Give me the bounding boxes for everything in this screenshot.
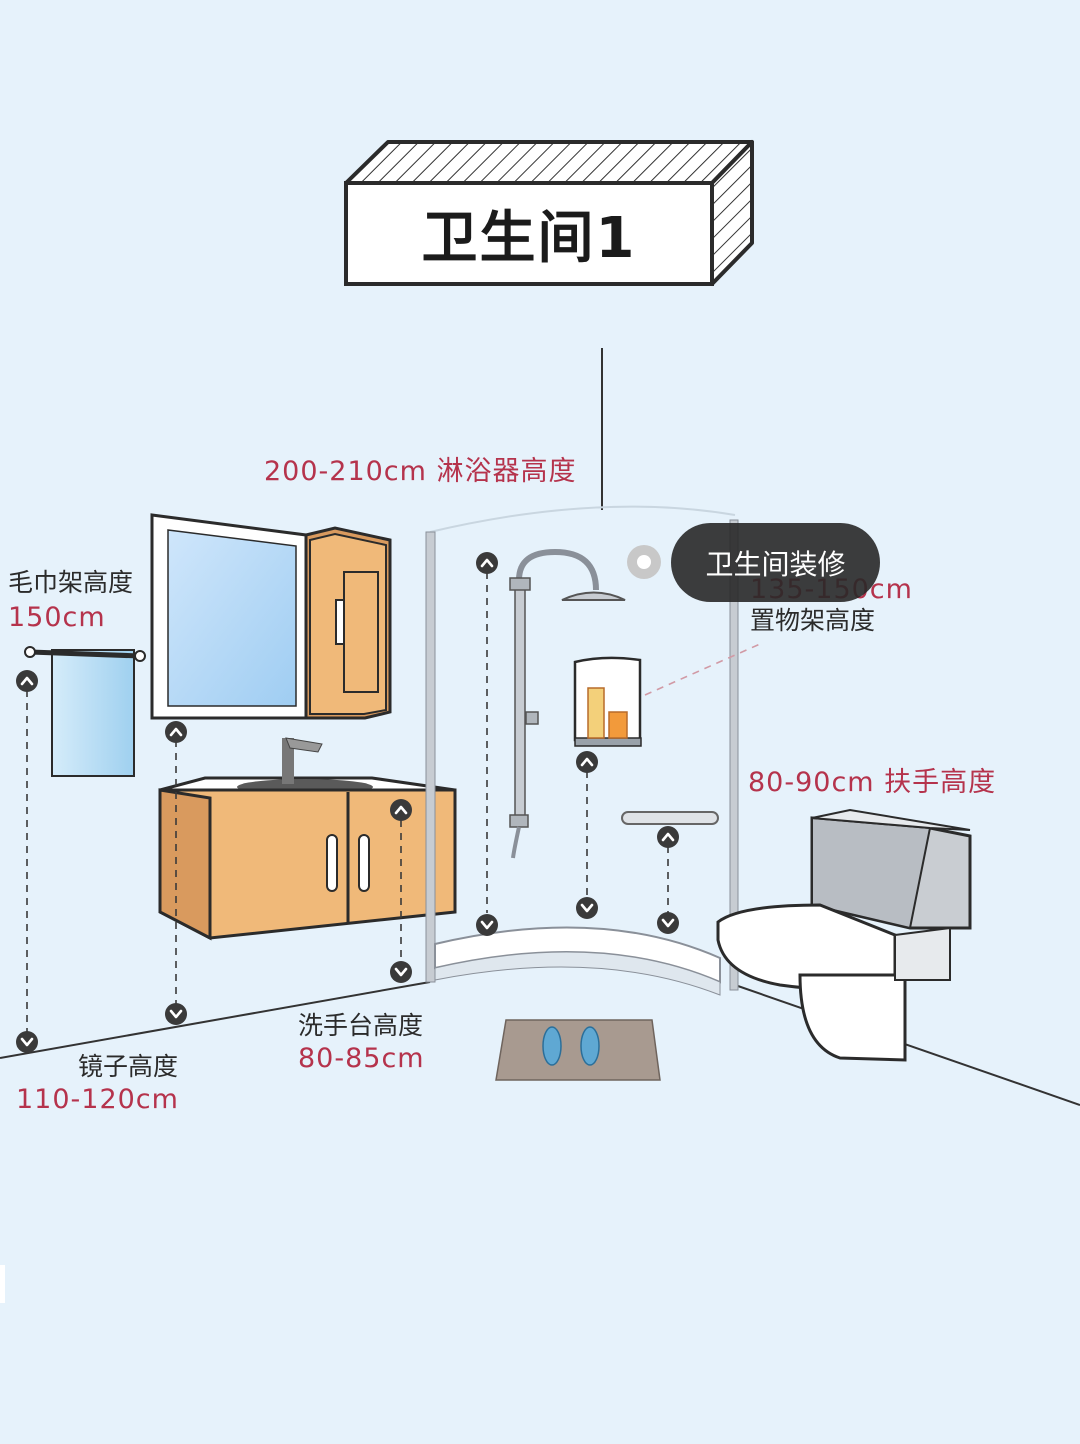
wall-cabinet: [304, 526, 392, 720]
basin-height-label: 洗手台高度: [298, 1011, 424, 1040]
shelf-height-label: 置物架高度: [750, 606, 876, 635]
up-markers: [16, 552, 679, 848]
mirror-height-label: 镜子高度: [78, 1052, 179, 1081]
measure-lines: [26, 572, 761, 1032]
mirror-height-value: 110-120cm: [16, 1084, 179, 1115]
title-box: [344, 140, 754, 286]
bathroom-renovation-tag[interactable]: 卫生间装修: [671, 523, 880, 602]
shower-enclosure: [425, 505, 739, 996]
bath-mat: [495, 1019, 661, 1081]
towel-rack: [24, 646, 146, 777]
shower-height-label: 200-210cm 淋浴器高度: [264, 456, 577, 487]
shelf: [573, 656, 642, 747]
towel-rack-label: 毛巾架高度: [8, 568, 134, 597]
page-title: 卫生间1: [421, 205, 637, 271]
handrail-height-label: 80-90cm 扶手高度: [748, 767, 997, 798]
vanity: [158, 737, 457, 941]
shower-fixture: [509, 548, 626, 859]
mirror: [150, 513, 308, 720]
basin-height-value: 80-85cm: [298, 1043, 425, 1074]
down-markers: [16, 897, 679, 1053]
toilet: [716, 808, 972, 1062]
handrail: [621, 811, 719, 825]
room-lines: [0, 348, 1080, 1303]
tag-dot-icon[interactable]: [627, 545, 661, 579]
towel-rack-value: 150cm: [8, 602, 106, 633]
